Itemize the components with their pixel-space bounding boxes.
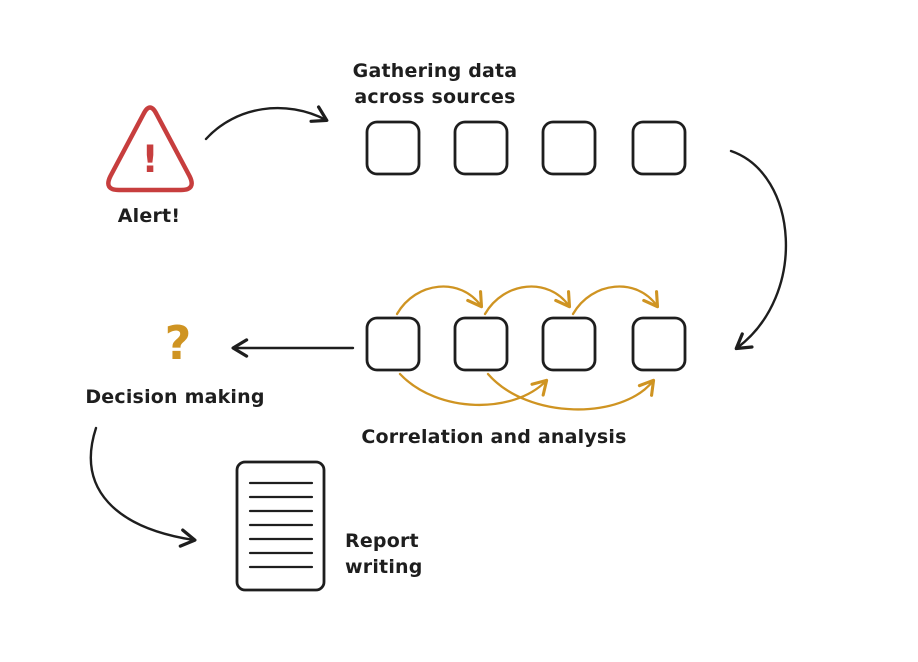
correlation-arc-top-2 <box>483 285 572 316</box>
alert-label: Alert! <box>117 205 181 227</box>
data-box-top-4 <box>631 120 687 176</box>
report-label: Report writing <box>345 528 475 580</box>
report-document-icon <box>235 460 326 592</box>
data-box-mid-4 <box>631 316 687 372</box>
gathering-label-line2: across sources <box>354 86 516 108</box>
correlation-arc-top-1 <box>395 285 484 316</box>
data-box-mid-3 <box>541 316 597 372</box>
correlation-arc-top-3 <box>571 285 660 316</box>
decision-label: Decision making <box>85 386 265 408</box>
data-box-top-1 <box>365 120 421 176</box>
data-box-mid-1 <box>365 316 421 372</box>
data-box-mid-2 <box>453 316 509 372</box>
correlation-arc-bottom-1 <box>398 372 549 407</box>
alert-triangle-icon <box>106 105 194 193</box>
arrow-gathering-to-correlation <box>729 149 788 351</box>
correlation-arc-bottom-2 <box>486 372 656 411</box>
data-box-top-3 <box>541 120 597 176</box>
data-box-top-2 <box>453 120 509 176</box>
alert-exclamation-symbol: ! <box>141 138 159 181</box>
decision-question-symbol: ? <box>164 316 192 370</box>
report-label-line1: Report <box>345 530 419 552</box>
arrow-decision-to-report <box>89 426 197 548</box>
arrow-alert-to-gathering <box>204 105 329 141</box>
correlation-label: Correlation and analysis <box>361 426 627 448</box>
gathering-label-line1: Gathering data <box>352 60 518 82</box>
gathering-label: Gathering data across sources <box>310 58 560 110</box>
report-label-line2: writing <box>345 556 423 578</box>
